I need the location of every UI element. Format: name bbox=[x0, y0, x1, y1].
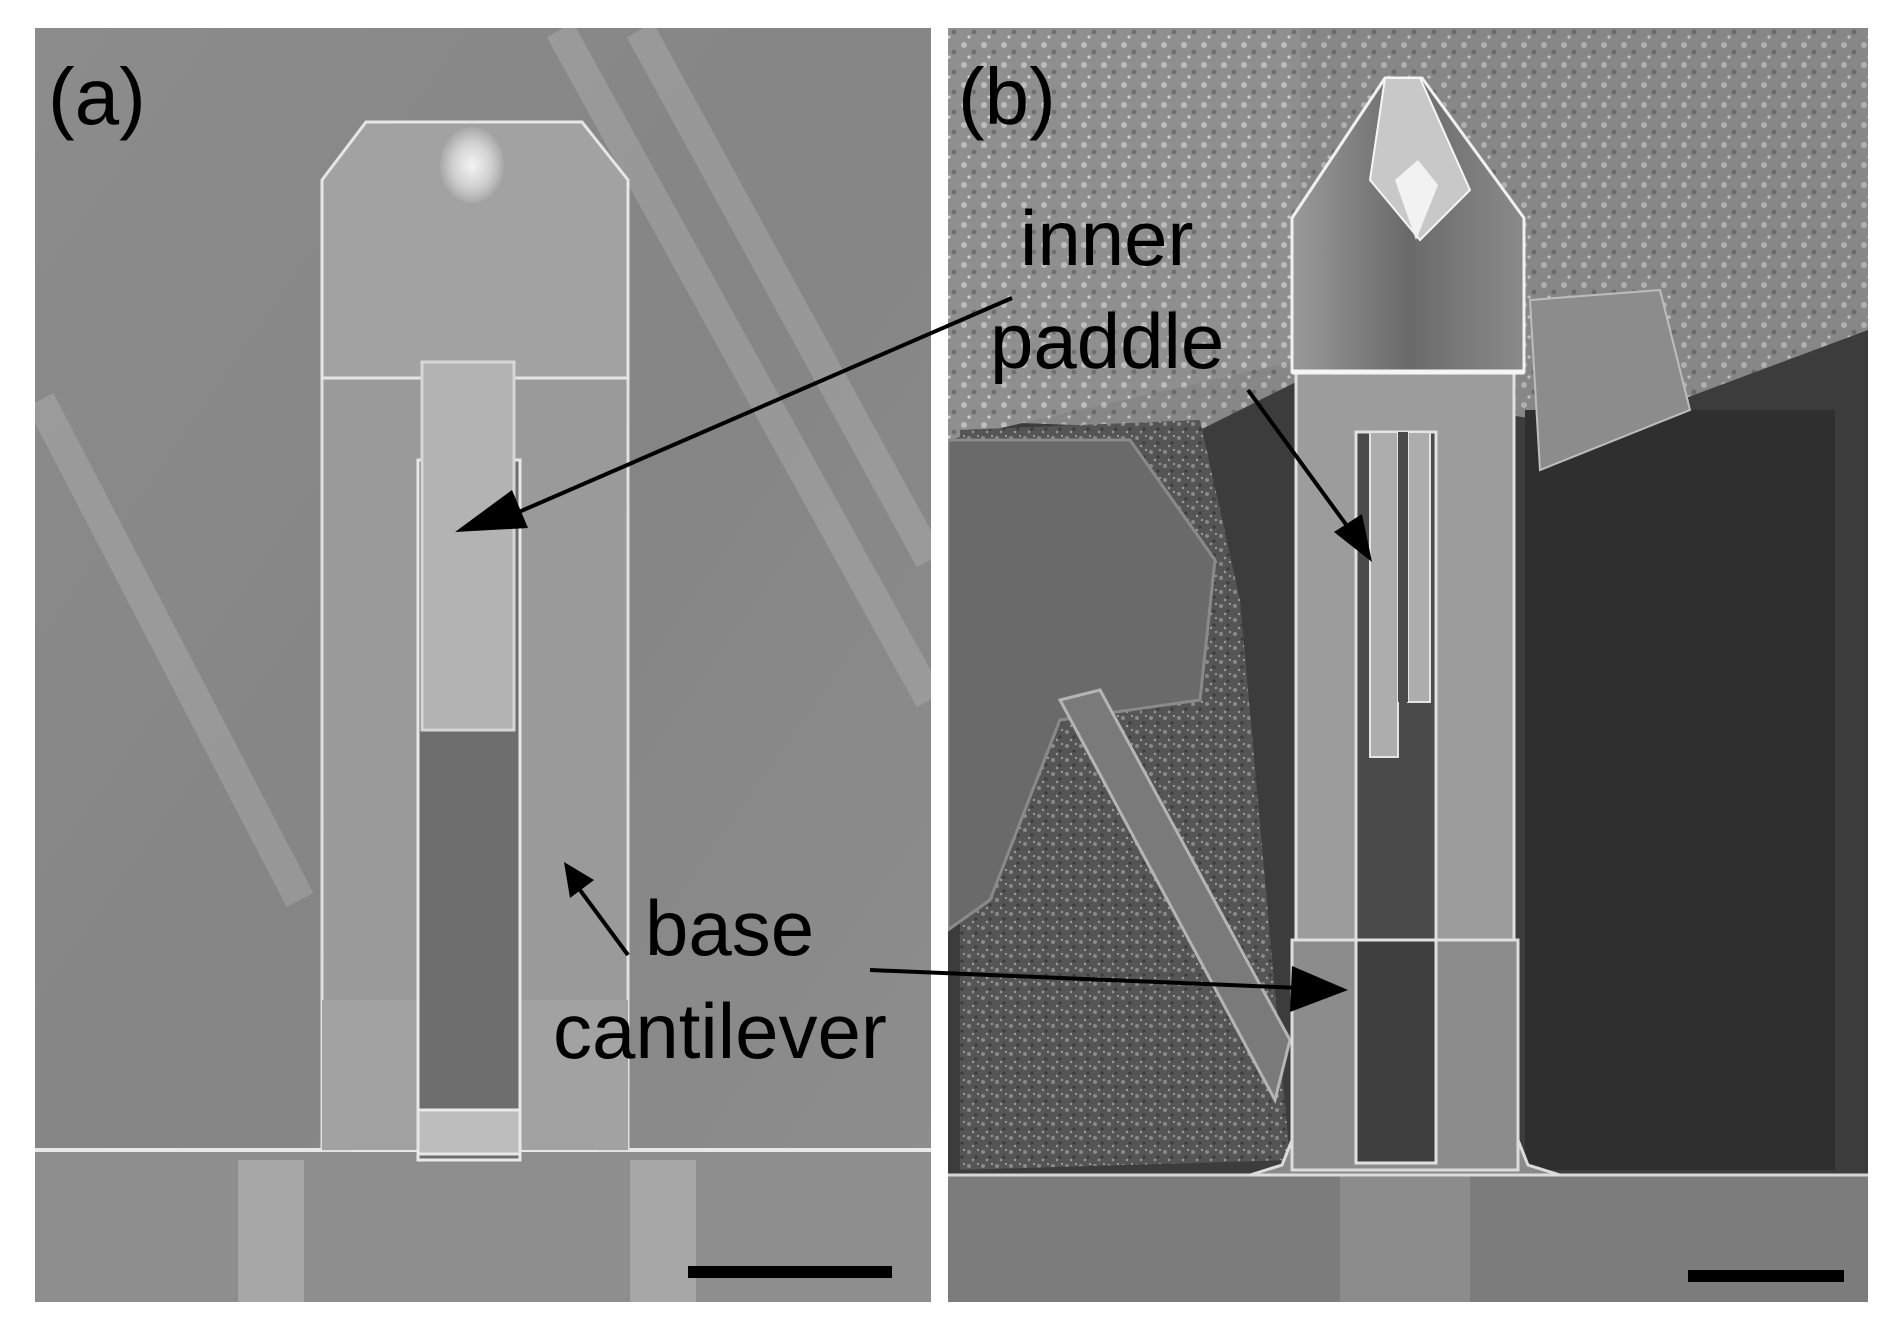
arrow-base-cantilever-a bbox=[578, 888, 630, 957]
panel-a-scale-bar bbox=[688, 1266, 892, 1278]
inner-paddle-label-line2: paddle bbox=[990, 297, 1224, 385]
base-cantilever-label-line1: base bbox=[645, 884, 814, 972]
arrow-head-inner-paddle-b bbox=[1334, 514, 1372, 562]
base-cantilever-label-line2: cantilever bbox=[553, 987, 887, 1075]
panel-a-inner-paddle bbox=[420, 360, 516, 732]
panel-a-tip bbox=[440, 127, 504, 203]
arrow-head-base-cantilever-b bbox=[1290, 966, 1348, 1012]
annotations: inner paddle base cantilever bbox=[455, 194, 1372, 1075]
panel-a-texture bbox=[26, 22, 944, 907]
panel-b-scale-bar bbox=[1688, 1270, 1844, 1282]
panel-a-substrate bbox=[35, 1150, 931, 1302]
inner-paddle-label-line1: inner bbox=[1020, 194, 1193, 282]
arrow-base-cantilever-b bbox=[869, 968, 1301, 990]
panel-b-tip bbox=[1368, 77, 1472, 242]
arrow-inner-paddle-b bbox=[1246, 388, 1352, 532]
arrow-head-inner-paddle-a bbox=[455, 490, 528, 532]
panel-a: (a) bbox=[26, 22, 944, 1302]
panel-a-tip-plate bbox=[320, 120, 630, 380]
panel-b: (b) bbox=[946, 28, 1868, 1302]
panel-b-inner-paddle bbox=[1369, 431, 1399, 758]
arrow-head-base-cantilever-a bbox=[564, 862, 594, 898]
panel-b-label: (b) bbox=[958, 52, 1056, 141]
arrow-inner-paddle-a bbox=[504, 296, 1013, 520]
panel-a-label: (a) bbox=[48, 52, 146, 141]
